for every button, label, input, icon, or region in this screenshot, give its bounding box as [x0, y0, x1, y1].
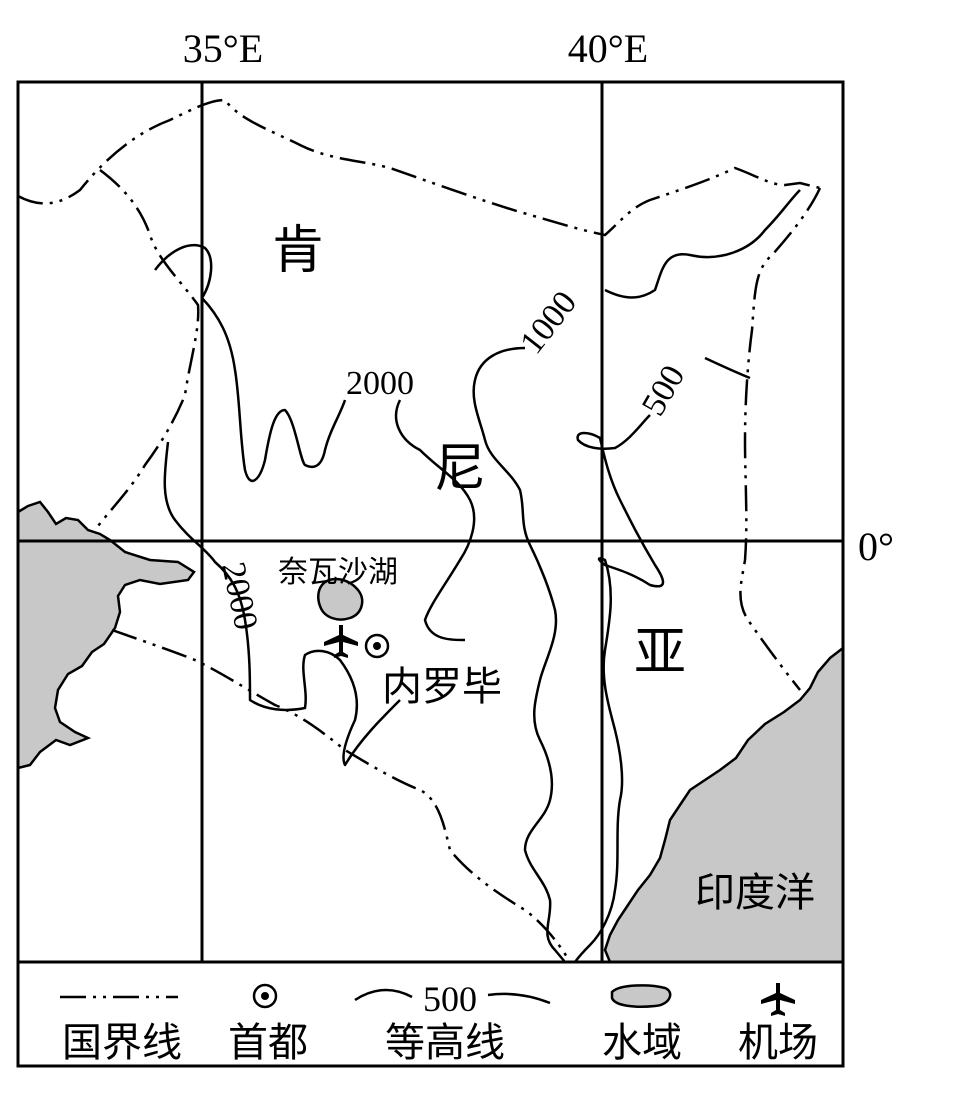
airport-icon — [324, 625, 358, 658]
lon-40-label: 40°E — [568, 26, 648, 71]
border-southwest — [111, 628, 572, 963]
contour-2000-south — [163, 441, 401, 767]
contour-500 — [573, 414, 665, 963]
place-labels: 奈瓦沙湖 内罗毕 印度洋 — [278, 555, 815, 916]
legend-contour-sample-left — [354, 988, 413, 1002]
nairobi-label: 内罗毕 — [382, 664, 502, 710]
legend-capital-label: 首都 — [228, 1020, 308, 1066]
legend-water-label: 水域 — [602, 1020, 682, 1066]
contour-label-500: 500 — [635, 359, 693, 422]
legend-airport-icon — [761, 983, 795, 1016]
country-char-1: 肯 — [272, 221, 324, 281]
map-frame — [16, 80, 845, 964]
contour-label-2000-south: 2000 — [214, 559, 264, 633]
contour-500-north — [704, 356, 751, 380]
country-name: 肯 尼 亚 — [272, 221, 686, 683]
lake-victoria — [16, 500, 196, 770]
contour-label-2000-north: 2000 — [346, 365, 414, 402]
border-north — [17, 98, 821, 237]
contour-2000-north — [154, 243, 347, 483]
contours — [154, 189, 801, 963]
legend-airport-label: 机场 — [738, 1020, 818, 1066]
lake-naivasha-label: 奈瓦沙湖 — [278, 555, 398, 590]
contour-2000-north-b — [394, 399, 476, 642]
border-east — [739, 187, 822, 691]
legend-water-sample — [610, 984, 672, 1008]
country-char-3: 亚 — [634, 623, 686, 683]
legend-border-label: 国界线 — [62, 1020, 182, 1066]
contour-label-1000: 1000 — [513, 285, 584, 361]
legend: 500 国界线 首都 等高线 水域 机场 — [16, 960, 845, 1068]
lake-naivasha — [317, 577, 364, 621]
legend-contour-value: 500 — [423, 979, 477, 1019]
contour-1000-north — [604, 189, 801, 299]
water-bodies — [16, 500, 845, 964]
lon-35-label: 35°E — [183, 26, 263, 71]
equator-label: 0° — [858, 524, 894, 569]
indian-ocean-label: 印度洋 — [695, 870, 815, 916]
legend-contour-sample-right — [487, 992, 551, 1005]
borders — [17, 98, 822, 963]
legend-capital-icon — [252, 983, 278, 1009]
contour-1000 — [472, 346, 566, 963]
capital-marker — [364, 633, 390, 659]
legend-contour-label: 等高线 — [385, 1020, 505, 1066]
indian-ocean — [603, 645, 845, 964]
coordinate-labels: 35°E 40°E 0° — [183, 26, 894, 569]
border-west — [94, 169, 200, 531]
country-char-2: 尼 — [434, 439, 486, 499]
